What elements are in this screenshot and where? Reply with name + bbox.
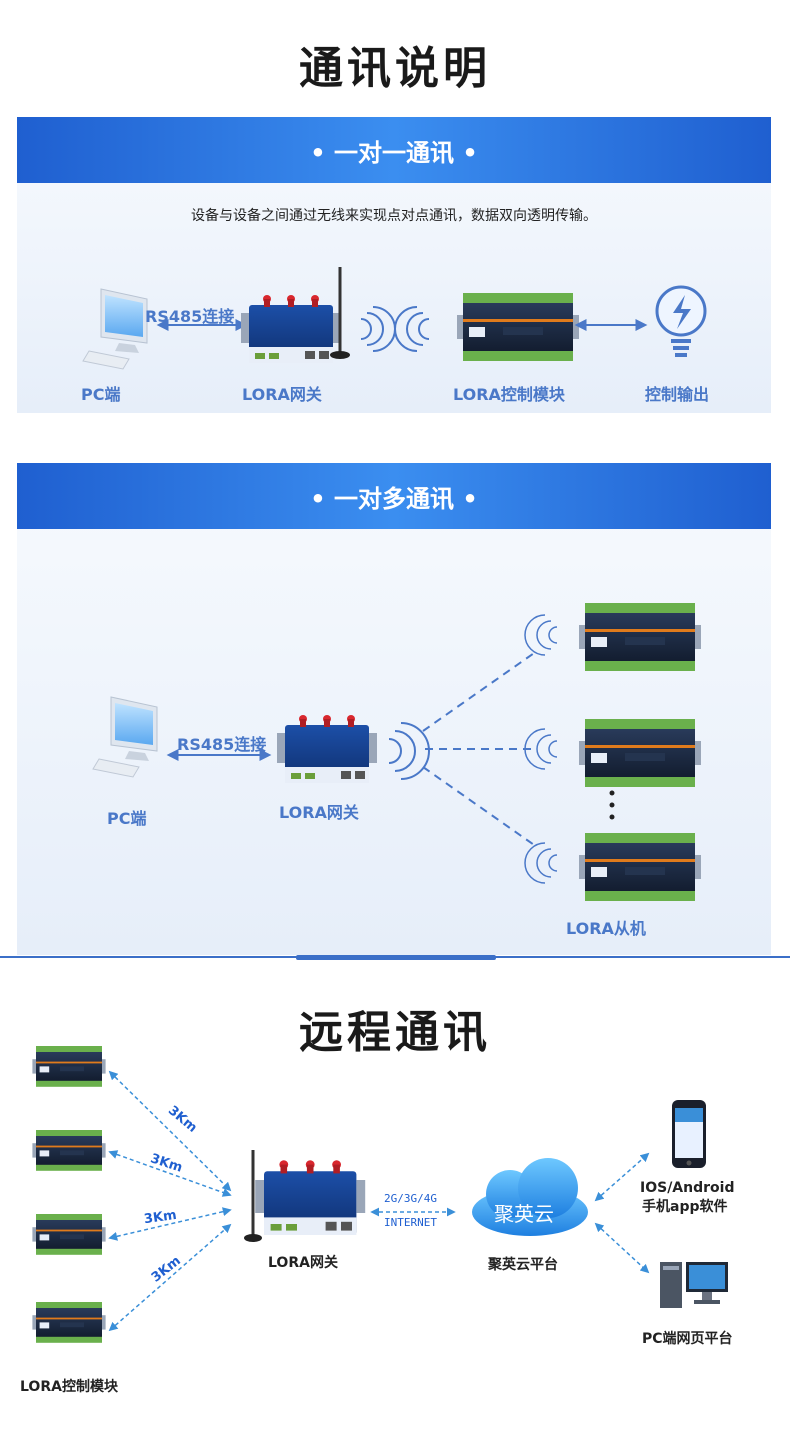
pc-web-label: PC端网页平台 [642,1331,733,1347]
pc-icon [92,696,158,778]
gateway-label: LORA网关 [268,1255,338,1271]
broadcast-lines [422,650,538,848]
lora-control-module-device [457,293,579,361]
slave-label: LORA从机 [566,919,646,938]
one-to-many-panel: • 一对多通讯 • RS485连接 PC端 LORA网关 LORA从机 [17,463,771,955]
rs485-label: RS485连接 [145,307,235,326]
remote-title: 远程通讯 [299,1007,491,1058]
section-divider-tab [296,955,496,960]
one-to-one-diagram [82,267,707,370]
cloud-name: 聚英云 [494,1202,554,1226]
module-label: LORA控制模块 [453,385,565,404]
lora-gateway-device [241,295,341,363]
one-to-one-panel: • 一对一通讯 • 设备与设备之间通过无线来实现点对点通讯，数据双向透明传输。 … [17,117,771,413]
lora-control-module-device [32,1130,106,1171]
lora-slave-device [579,603,701,671]
internet-label: INTERNET [384,1216,437,1229]
app-label-line2: 手机app软件 [642,1199,728,1215]
module-label: LORA控制模块 [20,1379,118,1395]
lora-gateway-device [255,1160,366,1235]
gateway-label: LORA网关 [242,385,322,404]
distance-label-3: 3Km [143,1207,178,1228]
more-dots [609,790,615,820]
cloud-label: 聚英云平台 [488,1257,558,1273]
lora-slave-device [579,833,701,901]
wireless-signal-icon [388,722,430,780]
distance-label-1: 3Km [165,1103,200,1136]
distance-label-4: 3Km [148,1253,184,1286]
page-title: 通讯说明 [299,43,491,94]
wireless-signal-icon [360,306,430,352]
net-label: 2G/3G/4G [384,1192,437,1205]
one-to-many-header: • 一对多通讯 • [17,463,771,529]
rs485-label: RS485连接 [177,735,267,754]
distance-label-2: 3Km [148,1151,185,1176]
gateway-label: LORA网关 [279,803,359,822]
lora-control-module-device [32,1302,106,1343]
lora-gateway-device [277,715,377,783]
pc-label: PC端 [107,809,147,828]
one-to-one-description: 设备与设备之间通过无线来实现点对点通讯，数据双向透明传输。 [191,208,597,224]
pc-icon [82,288,148,370]
lora-slave-device [579,719,701,787]
desktop-pc-icon [660,1262,728,1308]
cloud-client-links [594,1152,650,1274]
output-label: 控制输出 [645,385,710,404]
one-to-one-header: • 一对一通讯 • [17,117,771,183]
bulb-icon [655,285,707,357]
pc-label: PC端 [81,385,121,404]
smartphone-icon [672,1100,706,1168]
one-to-many-diagram [92,603,701,901]
app-label-line1: IOS/Android [640,1180,735,1196]
lora-control-module-device [32,1214,106,1255]
receive-signal-icons [524,614,558,884]
